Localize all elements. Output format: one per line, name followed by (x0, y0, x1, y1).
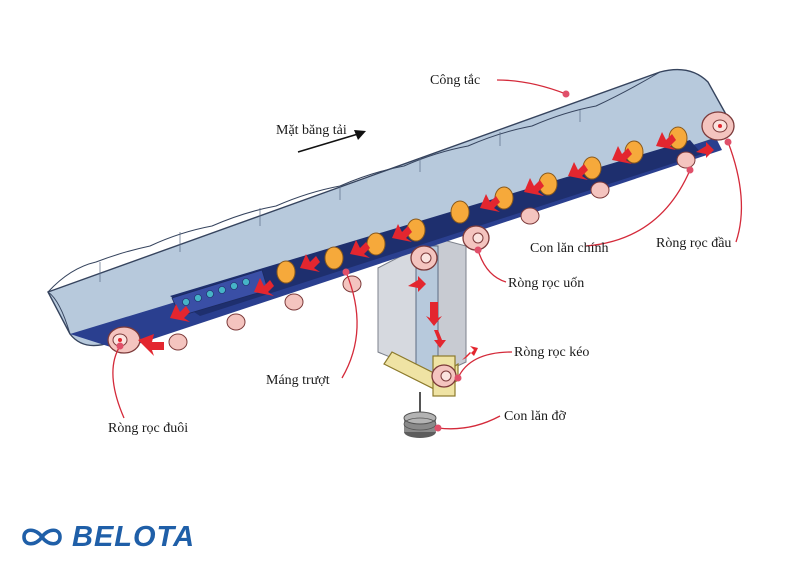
label-con-lan-do: Con lăn đỡ (504, 409, 566, 424)
label-mat-bang-tai: Mặt băng tải (276, 123, 347, 138)
label-con-lan-chinh: Con lăn chính (530, 241, 609, 256)
brand-name: BELOTA (72, 520, 196, 553)
bend-pulley (462, 225, 490, 251)
belt-travel-arrows (138, 132, 714, 360)
slider-bed-rollers (182, 278, 250, 306)
tail-pulley (107, 326, 141, 354)
return-rollers (168, 151, 696, 351)
take-up-pulley (431, 364, 457, 388)
belt-underside (70, 138, 722, 350)
label-rong-roc-uon: Ròng rọc uốn (508, 276, 584, 291)
label-rong-roc-duoi: Ròng rọc đuôi (108, 421, 188, 436)
counterweight (403, 411, 437, 438)
label-mang-truot: Máng trượt (266, 373, 330, 388)
label-rong-roc-dau: Ròng rọc đầu (656, 236, 731, 251)
label-cong-tac: Công tắc (430, 73, 480, 88)
carrying-rollers (276, 126, 688, 284)
brand-logo: BELOTA (18, 520, 195, 554)
head-pulley (701, 111, 735, 141)
infinity-logo-icon (22, 528, 62, 546)
leader-lines (112, 79, 743, 432)
snub-pulley-left (410, 245, 438, 271)
label-rong-roc-keo: Ròng rọc kéo (514, 345, 589, 360)
direction-arrow-icon (297, 130, 366, 153)
